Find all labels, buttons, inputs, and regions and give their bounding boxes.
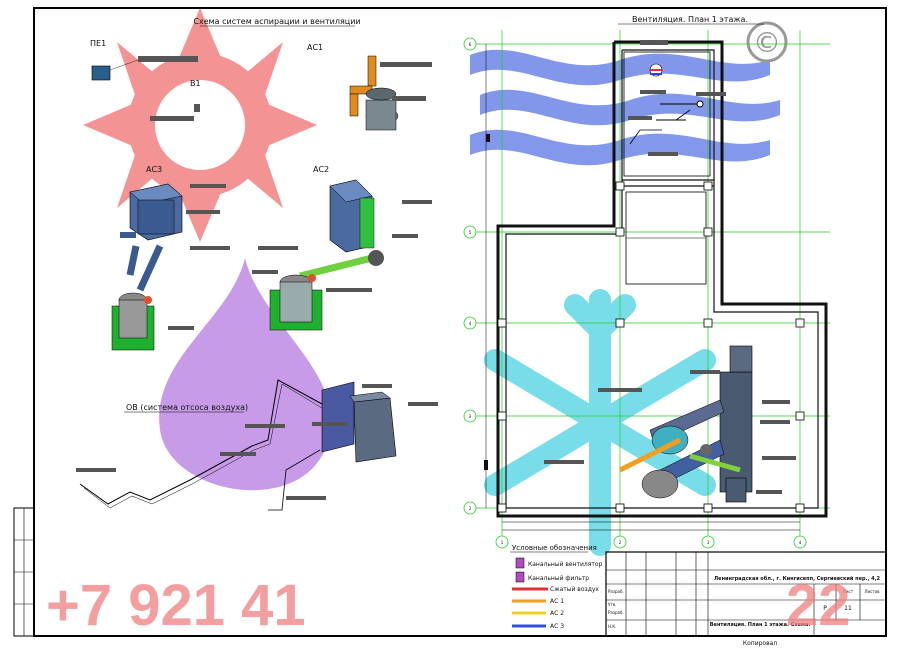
- sheet-frame: [33, 7, 887, 637]
- right-title: Вентиляция. План 1 этажа.: [632, 15, 748, 24]
- svg-text:2: 2: [619, 540, 622, 545]
- label-as1: АС1: [307, 43, 323, 52]
- role-2: Утв.: [608, 602, 616, 607]
- phone-watermark: +7 921 41: [46, 573, 306, 638]
- wave-watermark: [470, 49, 780, 166]
- legend: Условные обозначения Канальный вентилято…: [510, 544, 603, 630]
- legend-label-as1: АС 1: [550, 598, 564, 605]
- role-1: Разраб.: [608, 589, 624, 594]
- role-4: Н.К.: [608, 624, 616, 629]
- left-title: Схема систем аспирации и вентиляции: [193, 17, 360, 26]
- snowflake-watermark: [484, 289, 716, 556]
- upper-duct: [628, 40, 726, 156]
- title-stage: Р: [823, 605, 827, 612]
- svg-text:3: 3: [707, 540, 710, 545]
- phone-watermark-tail: 22: [786, 573, 851, 638]
- title-sheet-label: Лист: [843, 589, 854, 594]
- title-block: [605, 551, 887, 637]
- svg-text:4: 4: [799, 540, 802, 545]
- legend-swatch-filter: [515, 571, 525, 583]
- label-pe1: ПЕ1: [90, 39, 106, 48]
- legend-swatch-fan: [515, 557, 525, 569]
- as2-unit: [269, 179, 384, 331]
- legend-label-as2: АС 2: [550, 610, 564, 617]
- label-as2: АС2: [313, 165, 329, 174]
- svg-text:©: ©: [753, 26, 781, 59]
- room-upper: [623, 51, 711, 177]
- svg-text:3: 3: [469, 414, 472, 419]
- row-axis-markers: 6 5 4 3 2: [463, 37, 477, 515]
- legend-label-as3: АС 3: [550, 623, 564, 630]
- copyright-mark: ©: [746, 21, 788, 63]
- svg-text:4: 4: [469, 321, 472, 326]
- title-sheet-no: 11: [844, 605, 852, 612]
- building-walls: [496, 40, 828, 518]
- ov-unit: [79, 379, 397, 511]
- legend-label-filter: Канальный фильтр: [528, 575, 589, 582]
- label-v1: В1: [190, 79, 201, 88]
- col-axis-markers: 1 2 3 4: [495, 535, 807, 549]
- svg-text:6: 6: [469, 42, 472, 47]
- column-marks: [497, 181, 805, 513]
- legend-label-air: Сжатый воздух: [550, 586, 599, 593]
- drop-watermark: [159, 258, 331, 491]
- as3-unit: [111, 183, 183, 351]
- svg-text:5: 5: [469, 230, 472, 235]
- title-plan-name: Вентиляция. План 1 этажа. Схема.: [710, 622, 811, 628]
- legend-label-fan: Канальный вентилятор: [528, 561, 603, 568]
- sun-watermark: [83, 8, 317, 242]
- svg-text:2: 2: [469, 506, 472, 511]
- title-address: Ленинградская обл., г. Кингисепп, Сергие…: [714, 575, 880, 582]
- legend-title: Условные обозначения: [512, 544, 597, 552]
- as1-unit: [349, 55, 432, 131]
- title-sheets-label: Листов: [865, 589, 881, 594]
- label-as3: АС3: [146, 165, 162, 174]
- plan-equipment: [544, 345, 796, 503]
- pe1-unit: [91, 65, 111, 81]
- svg-text:1: 1: [501, 540, 504, 545]
- role-3: Разраб.: [608, 610, 624, 615]
- v1-fan: [194, 104, 200, 112]
- footer-copied: Копировал: [743, 640, 777, 647]
- label-ov: ОВ (система отсоса воздуха): [126, 403, 248, 412]
